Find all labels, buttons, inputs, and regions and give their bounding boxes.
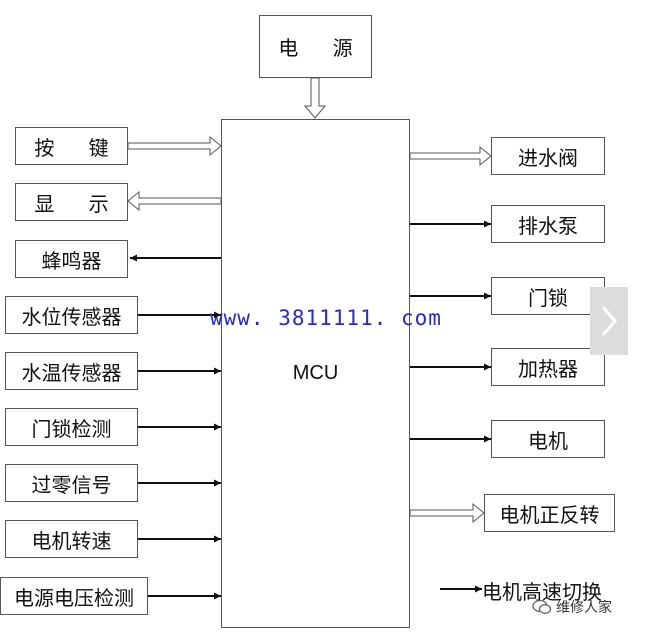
output-block-motor: 电机: [491, 420, 605, 458]
power-label: 电 源: [278, 36, 367, 60]
chevron-right-icon: [601, 306, 617, 336]
input-block-motor-speed: 电机转速: [5, 520, 138, 558]
input-block-voltage-detect: 电源电压检测: [0, 577, 148, 615]
output-label: 电机: [528, 428, 568, 453]
mcu-block: MCU: [221, 119, 410, 628]
mcu-to-motor-direction-arrow: [409, 502, 485, 524]
input-label: 水温传感器: [21, 360, 122, 385]
brand-name: 维修人家: [556, 600, 612, 616]
input-block-door-lock-detect: 门锁检测: [5, 408, 138, 446]
output-label: 排水泵: [518, 213, 578, 238]
input-label: 过零信号: [31, 472, 112, 497]
input-label: 显 示: [34, 191, 123, 216]
input-block-water-temp: 水温传感器: [5, 352, 138, 390]
mcu-label: MCU: [292, 362, 339, 384]
input-label: 水位传感器: [21, 304, 122, 329]
mcu-to-display-arrow: [127, 190, 222, 212]
watermark-url: www. 3811111. com: [210, 306, 442, 330]
output-label: 电机正反转: [499, 502, 600, 527]
wechat-icon: [532, 599, 552, 614]
brand-mark: 维修人家: [532, 597, 612, 617]
input-label: 电机转速: [31, 528, 112, 553]
input-block-water-level: 水位传感器: [5, 296, 138, 334]
input-label: 蜂鸣器: [41, 248, 102, 273]
power-to-mcu-arrow: [303, 77, 327, 119]
output-label: 门锁: [528, 285, 568, 310]
input-label: 门锁检测: [31, 416, 112, 441]
output-block-inlet-valve: 进水阀: [491, 137, 605, 175]
output-block-door-lock: 门锁: [491, 277, 605, 315]
input-block-zero-cross: 过零信号: [5, 464, 138, 502]
output-label-motor-high-speed: 电机高速切换: [482, 580, 602, 604]
output-label: 进水阀: [518, 145, 578, 170]
output-block-heater: 加热器: [491, 348, 605, 386]
keys-to-mcu-arrow: [127, 135, 222, 157]
input-label: 电源电压检测: [14, 585, 134, 610]
output-block-drain-pump: 排水泵: [491, 205, 605, 243]
output-label: 加热器: [518, 356, 578, 381]
mcu-to-inlet-valve-arrow: [409, 145, 492, 167]
input-block-keys: 按 键: [15, 127, 128, 165]
input-label: 按 键: [34, 135, 123, 160]
input-block-display: 显 示: [15, 183, 128, 221]
power-block: 电 源: [259, 15, 372, 78]
output-block-motor-direction: 电机正反转: [484, 494, 615, 532]
next-button[interactable]: [590, 287, 628, 355]
input-block-buzzer: 蜂鸣器: [15, 240, 128, 278]
